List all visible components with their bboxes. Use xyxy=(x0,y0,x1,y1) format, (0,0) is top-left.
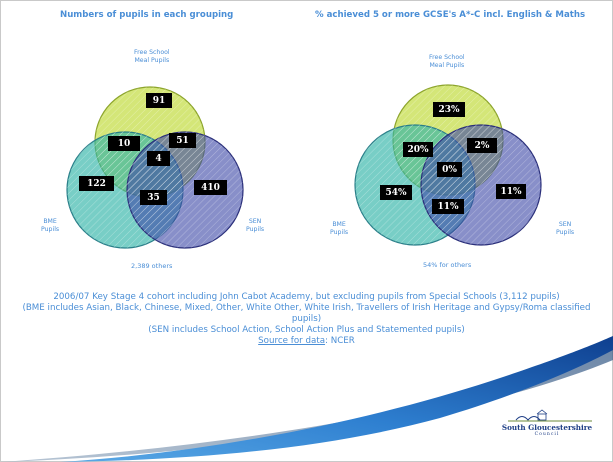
right-venn xyxy=(354,84,542,246)
right-sen-label-line1: SEN xyxy=(558,221,572,228)
right-value-fsm-bme: 20% xyxy=(403,142,433,157)
logo-emblem-icon xyxy=(508,409,592,422)
right-bme-label-line2: Pupils xyxy=(330,228,349,236)
left-value-fsm: 91 xyxy=(146,93,172,108)
note-sen: (SEN includes School Action, School Acti… xyxy=(148,325,465,335)
left-bme-label-line1: BME xyxy=(43,218,57,225)
right-chart-title: % achieved 5 or more GCSE's A*-C incl. E… xyxy=(315,10,586,20)
left-value-sen: 410 xyxy=(194,180,227,195)
left-sen-label-line1: SEN xyxy=(248,218,262,225)
right-fsm-label: Free School Meal Pupils xyxy=(429,54,465,69)
left-fsm-label-line1: Free School xyxy=(134,49,170,56)
right-others-note: 54% for others xyxy=(423,261,472,269)
right-value-sen: 11% xyxy=(496,184,526,199)
right-value-fsm: 23% xyxy=(433,102,465,117)
source-link[interactable]: Source for data xyxy=(258,336,326,346)
left-value-bme-sen: 35 xyxy=(140,190,167,205)
left-others-note: 2,389 others xyxy=(131,262,173,270)
right-sen-label: SEN Pupils xyxy=(556,221,574,236)
footnotes: 2006/07 Key Stage 4 cohort including Joh… xyxy=(14,292,599,347)
left-value-bme: 122 xyxy=(79,176,114,191)
right-bme-label-line1: BME xyxy=(332,221,346,228)
left-value-fsm-bme: 10 xyxy=(108,136,140,151)
right-fsm-label-line2: Meal Pupils xyxy=(429,61,465,69)
note-cohort: 2006/07 Key Stage 4 cohort including Joh… xyxy=(53,292,560,302)
note-source: Source for data: NCER xyxy=(14,336,599,347)
right-fsm-label-line1: Free School xyxy=(429,54,465,61)
left-sen-label: SEN Pupils xyxy=(246,218,264,233)
right-value-bme-sen: 11% xyxy=(432,199,464,214)
left-venn xyxy=(66,86,244,249)
left-fsm-label-line2: Meal Pupils xyxy=(134,56,170,64)
note-bme: (BME includes Asian, Black, Chinese, Mix… xyxy=(22,303,591,324)
logo-subtext: Council xyxy=(534,432,560,437)
logo-text: South Gloucestershire xyxy=(501,423,593,432)
source-value: : NCER xyxy=(325,336,355,346)
left-value-all: 4 xyxy=(147,151,170,166)
right-bme-label: BME Pupils xyxy=(330,221,348,236)
left-bme-label: BME Pupils xyxy=(41,218,59,233)
left-bme-label-line2: Pupils xyxy=(41,225,60,233)
left-fsm-label: Free School Meal Pupils xyxy=(134,49,170,64)
right-value-bme: 54% xyxy=(380,185,412,200)
right-value-fsm-sen: 2% xyxy=(467,138,497,153)
bottom-swoosh xyxy=(0,336,613,462)
left-chart-title: Numbers of pupils in each grouping xyxy=(60,10,234,20)
left-sen-label-line2: Pupils xyxy=(246,225,265,233)
council-logo: South Gloucestershire Council xyxy=(497,412,597,437)
right-sen-label-line2: Pupils xyxy=(556,228,575,236)
right-value-all: 0% xyxy=(437,162,462,177)
left-value-fsm-sen: 51 xyxy=(169,133,196,148)
